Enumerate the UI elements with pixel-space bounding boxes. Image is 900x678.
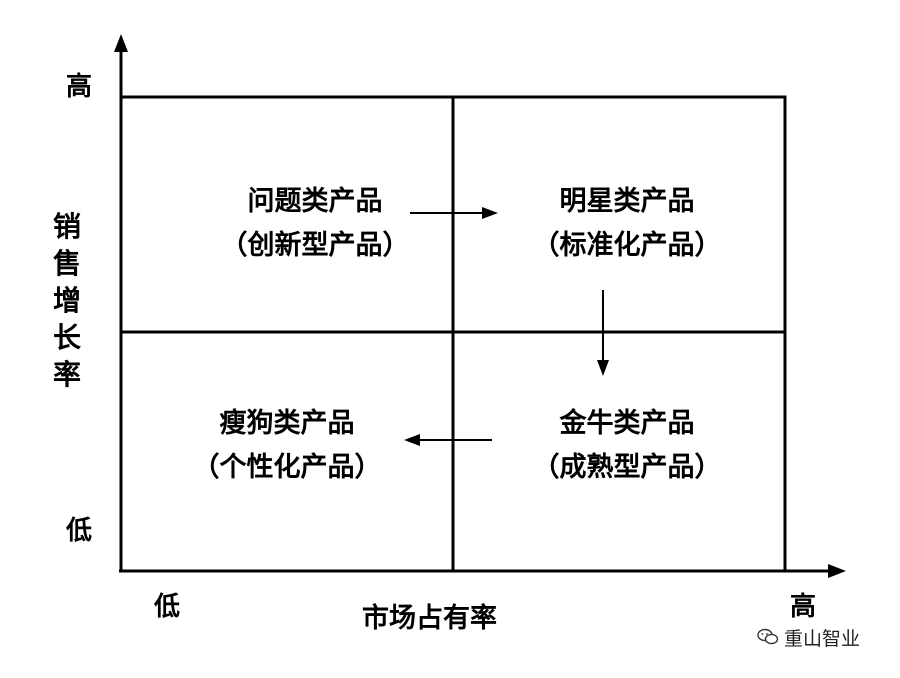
quadrant-question: 问题类产品 （创新型产品）: [200, 180, 430, 268]
arrow-cow-to-dog-head: [404, 434, 420, 446]
arrow-star-to-cow-head: [597, 360, 609, 376]
y-axis-title-char: 增: [52, 284, 81, 317]
quadrant-dog-subtitle: （个性化产品）: [192, 452, 382, 483]
x-axis-high-label: 高: [790, 592, 817, 622]
quadrant-cow-subtitle: （成熟型产品）: [532, 452, 722, 483]
quadrant-cow-title: 金牛类产品: [559, 408, 695, 439]
quadrant-dog: 瘦狗类产品 （个性化产品）: [172, 402, 402, 490]
y-axis-title-char: 售: [52, 247, 81, 280]
x-axis-arrowhead: [828, 564, 846, 578]
quadrant-question-title: 问题类产品: [247, 186, 383, 217]
quadrant-star: 明星类产品 （标准化产品）: [512, 180, 742, 268]
arrow-question-to-star-head: [482, 207, 498, 219]
quadrant-star-subtitle: （标准化产品）: [532, 230, 722, 261]
wechat-icon: [757, 628, 779, 645]
y-axis-title: 销售增长率: [47, 208, 87, 393]
x-axis-low-label: 低: [154, 592, 181, 622]
quadrant-cow: 金牛类产品 （成熟型产品）: [512, 402, 742, 490]
quadrant-dog-title: 瘦狗类产品: [219, 408, 355, 439]
quadrant-question-subtitle: （创新型产品）: [220, 230, 410, 261]
y-axis-title-char: 销: [52, 210, 81, 243]
y-axis-arrowhead: [114, 34, 128, 52]
y-axis-low-label: 低: [66, 516, 93, 546]
x-axis-title: 市场占有率: [362, 603, 497, 634]
y-axis-high-label: 高: [66, 72, 93, 102]
y-axis-title-char: 率: [52, 358, 81, 391]
watermark-text: 重山智业: [784, 628, 861, 650]
quadrant-star-title: 明星类产品: [559, 186, 695, 217]
y-axis-title-char: 长: [52, 321, 81, 354]
